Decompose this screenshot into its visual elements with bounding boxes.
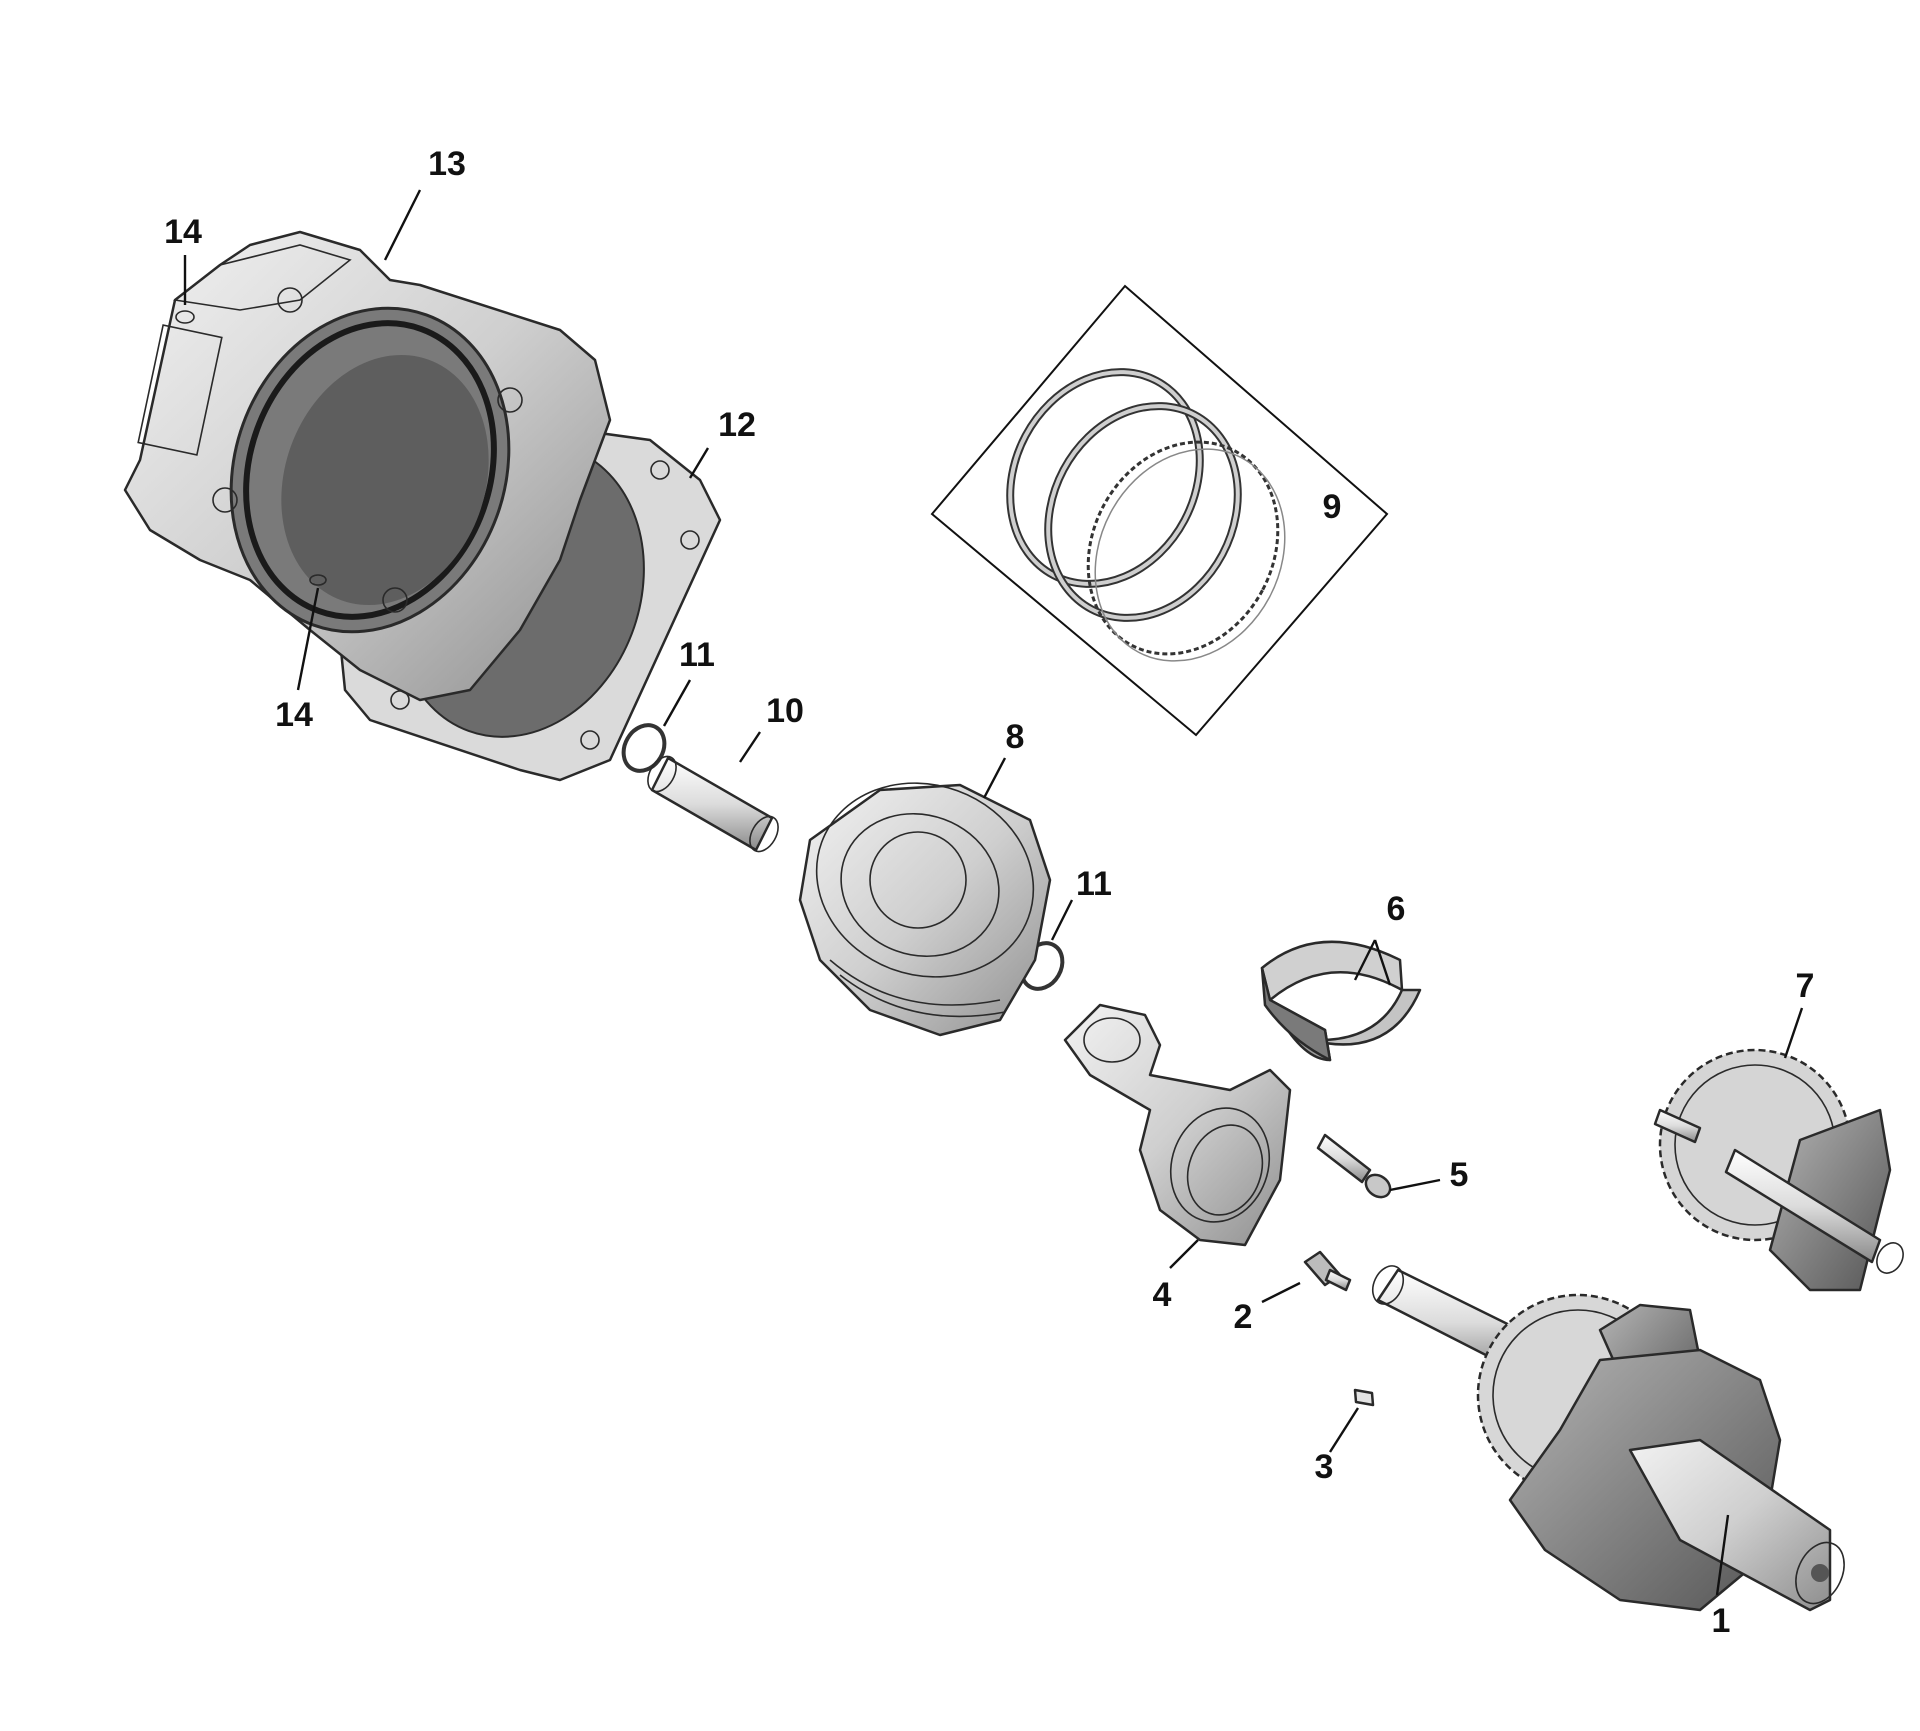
leader-line-11-right bbox=[1050, 899, 1074, 941]
leader-line-11-left bbox=[662, 679, 692, 727]
callout-12: 12 bbox=[718, 406, 756, 444]
leader-line-8 bbox=[982, 757, 1007, 799]
leader-line-6a bbox=[1353, 939, 1377, 981]
callout-13: 13 bbox=[428, 145, 466, 183]
leader-line-2 bbox=[1261, 1281, 1301, 1304]
piston-pin-icon bbox=[647, 755, 779, 853]
callout-2: 2 bbox=[1234, 1298, 1253, 1336]
leader-line-6b bbox=[1373, 939, 1392, 986]
callout-1: 1 bbox=[1712, 1602, 1731, 1640]
piston-icon bbox=[798, 782, 1052, 1037]
leader-line-1 bbox=[1715, 1514, 1730, 1596]
piston-ring-set-icon bbox=[930, 284, 1389, 737]
circlip-icon bbox=[621, 723, 667, 773]
callout-labels: 13 14 12 11 10 8 9 11 6 7 5 4 2 3 1 14 bbox=[164, 145, 1814, 1640]
leader-line-4 bbox=[1169, 1239, 1199, 1269]
dowel-pin-icon bbox=[309, 574, 327, 586]
bolt-icon bbox=[1303, 1250, 1352, 1292]
rod-bolt-icon bbox=[1316, 1133, 1392, 1199]
cylinder-icon bbox=[123, 230, 612, 702]
connecting-rod-icon bbox=[1063, 1003, 1292, 1247]
balance-shaft-icon bbox=[1653, 1048, 1904, 1292]
callout-11-left: 11 bbox=[679, 636, 715, 674]
callout-5: 5 bbox=[1450, 1156, 1469, 1194]
leader-lines bbox=[183, 189, 1804, 1596]
callout-14-bottom: 14 bbox=[275, 696, 313, 734]
callout-3: 3 bbox=[1315, 1448, 1334, 1486]
leader-line-10 bbox=[739, 731, 761, 763]
leader-line-14-bottom bbox=[296, 587, 320, 691]
callout-4: 4 bbox=[1153, 1276, 1172, 1314]
callout-11-right: 11 bbox=[1076, 865, 1112, 903]
leader-line-12 bbox=[688, 447, 710, 479]
leader-line-5 bbox=[1389, 1178, 1441, 1192]
crankshaft-icon bbox=[1371, 1265, 1845, 1612]
bearing-shell-icon bbox=[1260, 940, 1422, 1062]
dowel-pin-icon bbox=[175, 310, 195, 324]
callout-14-top: 14 bbox=[164, 213, 202, 251]
callout-7: 7 bbox=[1796, 967, 1815, 1005]
callout-8: 8 bbox=[1006, 718, 1025, 756]
callout-10: 10 bbox=[766, 692, 804, 730]
leader-line-13 bbox=[383, 189, 422, 261]
leader-line-3 bbox=[1328, 1407, 1360, 1453]
leader-line-7 bbox=[1783, 1007, 1804, 1059]
key-icon bbox=[1353, 1388, 1375, 1407]
callout-6: 6 bbox=[1387, 890, 1406, 928]
callout-9: 9 bbox=[1323, 488, 1342, 526]
